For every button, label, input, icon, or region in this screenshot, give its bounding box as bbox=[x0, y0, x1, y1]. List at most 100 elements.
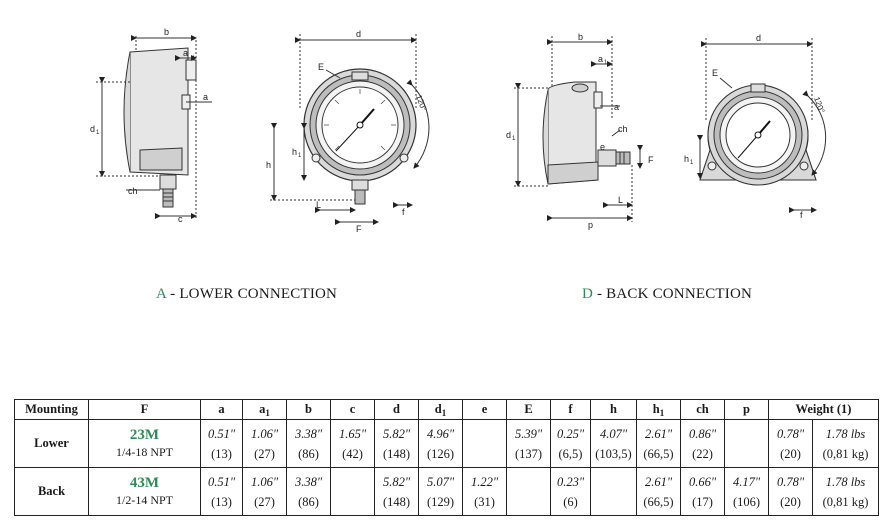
cell-metric-value: (86) bbox=[298, 446, 319, 461]
cell-inch-value: 1.78 lbs bbox=[825, 426, 866, 441]
header-e: e bbox=[462, 399, 507, 420]
cell-p: 4.17"(106) bbox=[724, 467, 769, 516]
cell-metric-value: (126) bbox=[426, 446, 455, 461]
front-view-lower bbox=[270, 34, 430, 225]
cell-ch: 0.66"(17) bbox=[680, 467, 725, 516]
cell-weight-in: 0.78"(20) bbox=[768, 419, 813, 468]
cell-inch-value: 2.61" bbox=[644, 474, 673, 489]
cell-f: 0.25" (6,5) bbox=[550, 419, 591, 468]
cell-inch-value: 0.25" bbox=[556, 426, 585, 441]
header-f: f bbox=[550, 399, 591, 420]
cell-inch-value: 0.51" bbox=[207, 474, 236, 489]
dim-a-label: a bbox=[203, 92, 208, 102]
cell-E: 5.39"(137) bbox=[506, 419, 551, 468]
dim-d-back-label: d bbox=[756, 33, 761, 43]
dim-h-label: h bbox=[266, 160, 271, 170]
row-mounting-label: Lower bbox=[14, 419, 89, 468]
cell-metric-value: (0,81 kg) bbox=[822, 446, 869, 461]
dim-a1-back-sub: 1 bbox=[604, 60, 608, 66]
front-view-back bbox=[697, 38, 827, 213]
dim-ch-back-label: ch bbox=[618, 124, 628, 134]
cell-ch: 0.86"(22) bbox=[680, 419, 725, 468]
cell-metric-value: (27) bbox=[254, 494, 275, 509]
cell-d: 5.82" (148) bbox=[374, 419, 419, 468]
dimensions-table: Mounting F a a1 b c d d1 e E f h h1 ch p… bbox=[14, 399, 879, 516]
cell-metric-value: (42) bbox=[342, 446, 363, 461]
caption-back-connection: D - BACK CONNECTION bbox=[582, 286, 752, 303]
cell-h bbox=[590, 467, 637, 516]
cell-metric-value: (31) bbox=[474, 494, 495, 509]
cell-metric-value: (27) bbox=[254, 446, 275, 461]
dim-h1-back-sub: 1 bbox=[690, 160, 694, 166]
dim-p-back-label: p bbox=[588, 220, 593, 230]
cell-a1: 1.06"(27) bbox=[242, 467, 287, 516]
header-b: b bbox=[286, 399, 331, 420]
cell-E bbox=[506, 467, 551, 516]
cell-metric-value: (129) bbox=[426, 494, 455, 509]
cell-metric-value: (148) bbox=[382, 446, 411, 461]
dim-d1-label: d bbox=[90, 124, 95, 134]
cell-a1: 1.06" (27) bbox=[242, 419, 287, 468]
caption-back-text: - BACK CONNECTION bbox=[593, 286, 753, 302]
dim-a1-label: a bbox=[183, 48, 188, 58]
cell-d1: 5.07"(129) bbox=[418, 467, 463, 516]
cell-inch-value: 1.06" bbox=[250, 426, 279, 441]
cell-a: 0.51"(13) bbox=[200, 419, 243, 468]
header-ch: ch bbox=[680, 399, 725, 420]
cell-metric-value: (137) bbox=[514, 446, 543, 461]
dim-h1-label: h bbox=[292, 147, 297, 157]
cell-metric-value: (6) bbox=[563, 494, 578, 509]
dim-F-back-label: F bbox=[648, 155, 654, 165]
caption-lower-text: - LOWER CONNECTION bbox=[166, 286, 338, 302]
dim-h1-sub: 1 bbox=[298, 153, 302, 159]
label-E-back: E bbox=[712, 68, 718, 78]
cell-inch-value: 1.65" bbox=[338, 426, 367, 441]
dim-b-back-label: b bbox=[578, 32, 583, 42]
cell-h1: 2.61"(66,5) bbox=[636, 419, 681, 468]
dim-d1-sub: 1 bbox=[96, 130, 100, 136]
cell-metric-value: (20) bbox=[780, 494, 801, 509]
header-d: d bbox=[374, 399, 419, 420]
cell-weight-lbs: 1.78 lbs (0,81 kg) bbox=[812, 467, 879, 516]
header-p: p bbox=[724, 399, 769, 420]
cell-h: 4.07"(103,5) bbox=[590, 419, 637, 468]
header-F: F bbox=[88, 399, 201, 420]
dim-ch-label: ch bbox=[128, 186, 138, 196]
cell-metric-value: (20) bbox=[780, 446, 801, 461]
dim-d1-back-label: d bbox=[506, 130, 511, 140]
side-view-back bbox=[514, 36, 643, 222]
cell-c bbox=[330, 467, 375, 516]
header-a: a bbox=[200, 399, 243, 420]
cell-metric-value: (17) bbox=[692, 494, 713, 509]
cell-weight-lbs: 1.78 lbs (0,81 kg) bbox=[812, 419, 879, 468]
caption-back-letter: D bbox=[582, 286, 594, 302]
cell-metric-value: (6,5) bbox=[558, 446, 583, 461]
header-d1: d1 bbox=[418, 399, 463, 420]
cell-inch-value: 1.22" bbox=[470, 474, 499, 489]
cell-inch-value: 0.51" bbox=[207, 426, 236, 441]
cell-inch-value: 5.82" bbox=[382, 426, 411, 441]
side-view-lower bbox=[96, 35, 212, 220]
thread-size: 1/4-18 NPT bbox=[116, 444, 173, 459]
dim-d-label: d bbox=[356, 29, 361, 39]
cell-b: 3.38"(86) bbox=[286, 419, 331, 468]
row-mounting-label: Back bbox=[14, 467, 89, 516]
header-mounting: Mounting bbox=[14, 399, 89, 420]
dim-a1-back-label: a bbox=[598, 54, 603, 64]
dim-F-label: F bbox=[356, 224, 362, 234]
cell-inch-value: 4.96" bbox=[426, 426, 455, 441]
caption-lower-letter: A bbox=[156, 286, 167, 302]
cell-d1: 4.96" (126) bbox=[418, 419, 463, 468]
cell-inch-value: 1.78 lbs bbox=[825, 474, 866, 489]
cell-metric-value: (0,81 kg) bbox=[822, 494, 869, 509]
cell-f: 0.23"(6) bbox=[550, 467, 591, 516]
cell-inch-value: 3.38" bbox=[294, 474, 323, 489]
cell-p bbox=[724, 419, 769, 468]
technical-drawing: b a 1 a d 1 ch c bbox=[90, 27, 827, 234]
caption-lower-connection: A - LOWER CONNECTION bbox=[156, 286, 337, 303]
dim-L-back-label: L bbox=[618, 195, 623, 205]
cell-inch-value: 4.17" bbox=[732, 474, 761, 489]
